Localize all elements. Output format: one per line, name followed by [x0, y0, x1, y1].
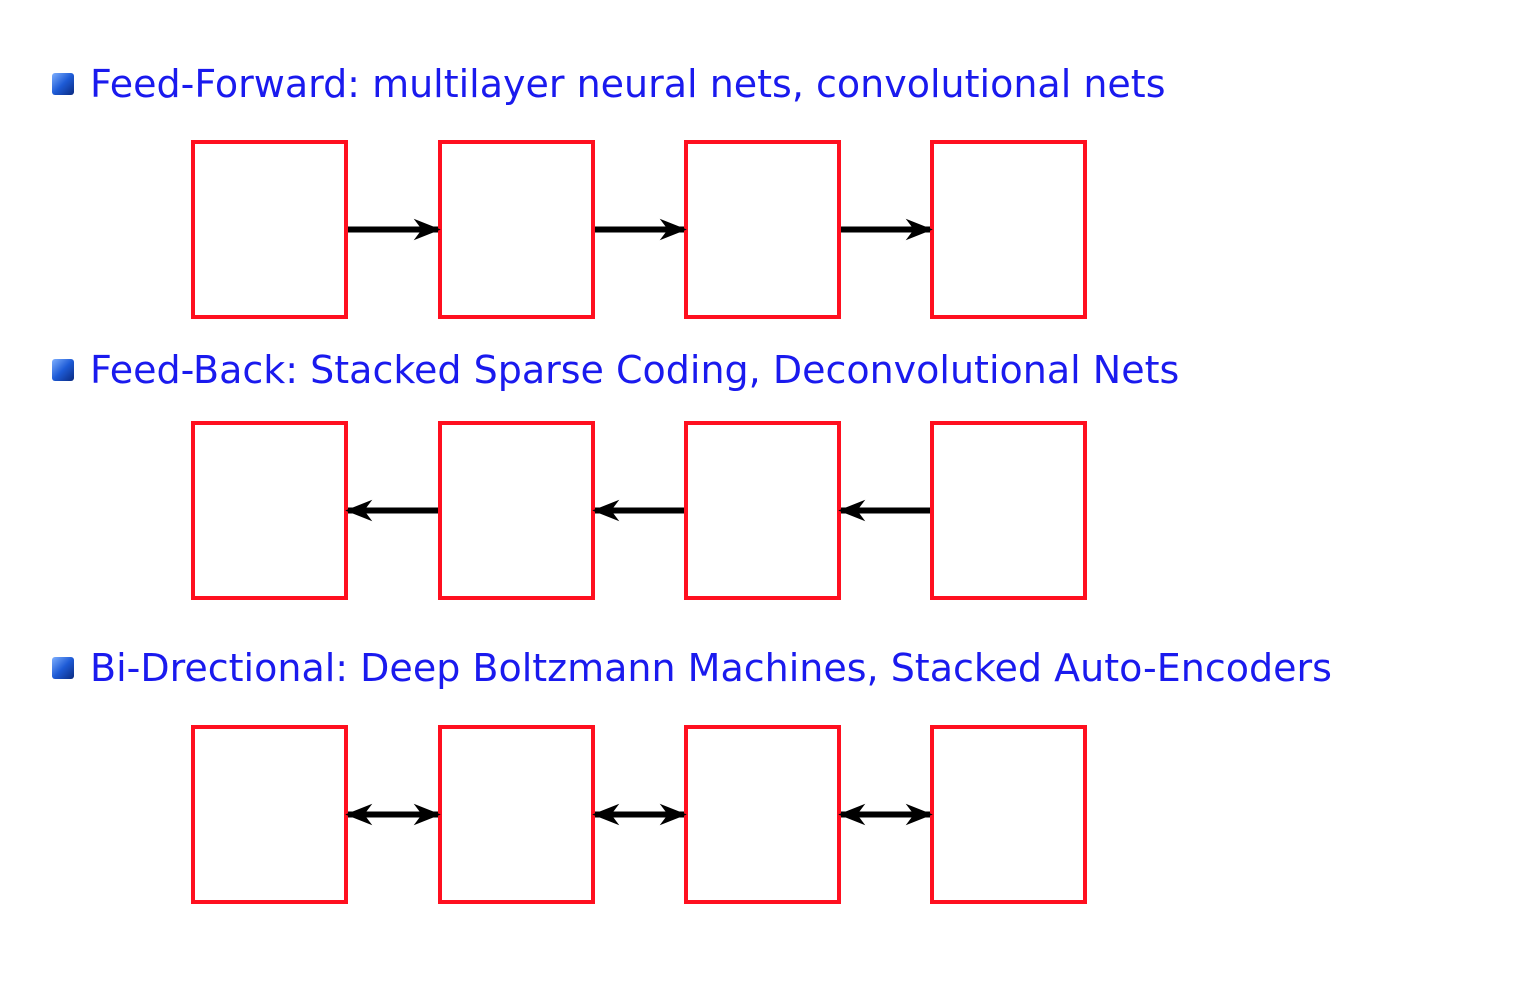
- section-heading-feed-forward: Feed-Forward: multilayer neural nets, co…: [50, 62, 1166, 106]
- section-title: Bi-Drectional: Deep Boltzmann Machines, …: [90, 646, 1332, 690]
- layer-box: [191, 140, 348, 319]
- layer-box: [438, 421, 595, 600]
- layer-box: [930, 421, 1087, 600]
- layer-box: [684, 421, 841, 600]
- section-title: Feed-Back: Stacked Sparse Coding, Deconv…: [90, 348, 1180, 392]
- diagram-row-feed-back: [191, 421, 1087, 600]
- section-heading-bi-directional: Bi-Drectional: Deep Boltzmann Machines, …: [50, 646, 1332, 690]
- layer-box: [191, 421, 348, 600]
- layer-box: [930, 140, 1087, 319]
- layer-box: [930, 725, 1087, 904]
- section-heading-feed-back: Feed-Back: Stacked Sparse Coding, Deconv…: [50, 348, 1179, 392]
- layer-box: [684, 725, 841, 904]
- layer-box: [684, 140, 841, 319]
- layer-box: [438, 140, 595, 319]
- layer-box: [438, 725, 595, 904]
- square-bullet-icon: [52, 657, 74, 679]
- layer-box: [191, 725, 348, 904]
- square-bullet-icon: [52, 359, 74, 381]
- diagram-row-feed-forward: [191, 140, 1087, 319]
- square-bullet-icon: [52, 73, 74, 95]
- diagram-row-bi-directional: [191, 725, 1087, 904]
- section-title: Feed-Forward: multilayer neural nets, co…: [90, 62, 1166, 106]
